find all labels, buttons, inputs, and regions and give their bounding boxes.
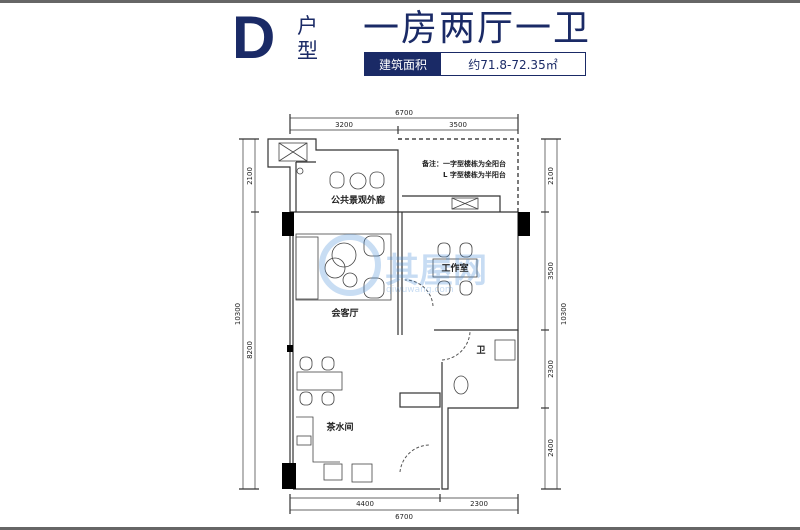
- entry-door-swing: [399, 444, 431, 473]
- area-value: 约71.8-72.35㎡: [468, 57, 558, 72]
- dim-right-study: 3500: [547, 262, 555, 280]
- dim-left-main: 8200: [246, 341, 254, 359]
- unit-type-label: 户型: [297, 14, 318, 63]
- dim-right-bath: 2300: [547, 360, 555, 378]
- dim-bottom-left: 4400: [356, 500, 374, 508]
- svg-text:其屋网: 其屋网: [385, 251, 487, 291]
- room-label-study: 工作室: [441, 262, 468, 274]
- dim-right-bottom: 2400: [547, 439, 555, 457]
- basin-icon: [494, 339, 516, 361]
- dim-right-total: 10300: [560, 303, 568, 325]
- dim-top-right: 3500: [449, 121, 467, 129]
- sink-icon: [323, 463, 343, 481]
- area-label: 建筑面积: [365, 53, 441, 75]
- stove-icon: [296, 435, 312, 446]
- room-label-living: 会客厅: [331, 307, 358, 319]
- fridge-icon: [351, 463, 373, 483]
- dining-table-icon: [296, 371, 343, 391]
- bottom-border: [0, 527, 800, 530]
- room-label-pantry: 茶水间: [325, 421, 353, 433]
- ac-unit-icon-2: [451, 197, 479, 210]
- dim-bottom-total: 6700: [395, 513, 413, 521]
- toilet-icon: [453, 375, 469, 395]
- room-label-balcony: 公共景观外廊: [331, 194, 385, 206]
- drain-icon: [296, 167, 304, 175]
- walls: [267, 138, 519, 490]
- area-box: 建筑面积 约71.8-72.35㎡: [364, 52, 586, 76]
- unit-type-letter: D: [232, 4, 276, 71]
- watermark: 其屋网 qiwuwang.com: [319, 234, 487, 296]
- dim-top-left: 3200: [335, 121, 353, 129]
- structural-columns: [282, 212, 530, 489]
- dim-top-total: 6700: [395, 109, 413, 117]
- furniture: [278, 142, 516, 483]
- room-label-bath: 卫: [476, 345, 485, 356]
- layout-title: 一房两厅一卫: [363, 8, 592, 49]
- dim-left-top: 2100: [246, 167, 254, 185]
- note-line-1: 备注：一字型楼栋为全阳台: [421, 159, 506, 168]
- dim-left-total: 10300: [234, 303, 242, 325]
- ac-unit-icon: [278, 142, 308, 162]
- door-swing: [404, 279, 434, 307]
- bath-door-swing: [441, 331, 471, 361]
- top-border: [0, 0, 800, 3]
- dimension-lines: [239, 114, 561, 514]
- balcony-dashed-outline: [398, 138, 519, 212]
- svg-text:qiwuwang.com: qiwuwang.com: [386, 285, 454, 295]
- desk-icon: [432, 258, 478, 278]
- sofa-icon: [295, 236, 319, 300]
- note-line-2: L 字型楼栋为半阳台: [443, 170, 506, 179]
- dim-bottom-right: 2300: [470, 500, 488, 508]
- dim-right-top: 2100: [547, 167, 555, 185]
